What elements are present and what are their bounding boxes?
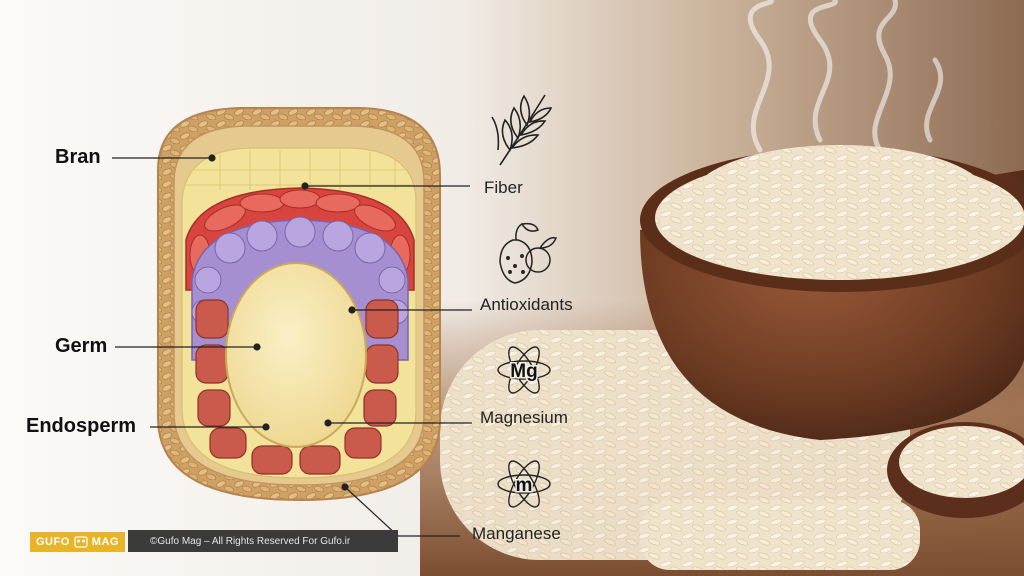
magnesium-symbol: Mg [510, 361, 537, 382]
label-germ: Germ [55, 335, 108, 357]
copyright-bar: ©Gufo Mag – All Rights Reserved For Gufo… [128, 530, 398, 552]
atom-icon-magnesium [497, 346, 551, 394]
brand-badge[interactable]: GUFO MAG [30, 532, 125, 552]
label-endosperm: Endosperm [26, 415, 137, 437]
brand-right: MAG [91, 536, 119, 548]
owl-logo-icon [74, 536, 88, 548]
label-fiber: Fiber [484, 178, 523, 197]
rice-bowl [640, 145, 1024, 440]
leader-lines [112, 154, 472, 537]
small-rice-dish [887, 422, 1024, 518]
label-bran: Bran [55, 146, 101, 168]
steam [747, 0, 944, 153]
brand-left: GUFO [36, 536, 70, 548]
berries-icon [499, 222, 558, 284]
label-magnesium: Magnesium [480, 408, 568, 427]
copyright-text: ©Gufo Mag – All Rights Reserved For Gufo… [150, 535, 351, 547]
label-antioxidants: Antioxidants [480, 295, 573, 314]
manganese-symbol: m [516, 475, 533, 496]
grain-cross-section [157, 107, 441, 502]
label-manganese: Manganese [472, 524, 561, 543]
atom-icon-manganese [497, 460, 551, 508]
wheat-icon [491, 94, 553, 166]
